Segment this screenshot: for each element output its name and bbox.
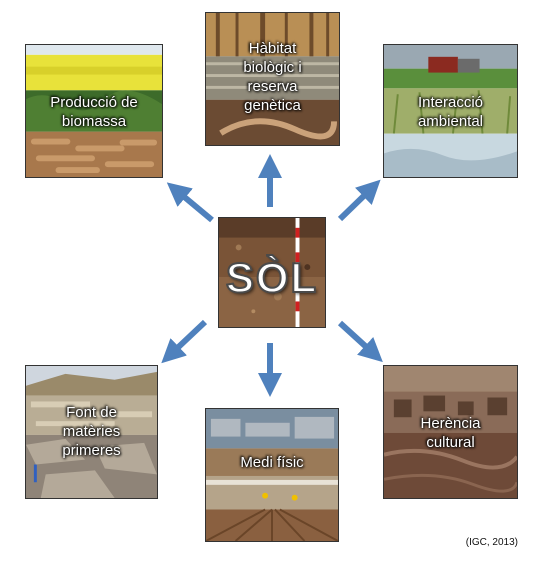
label-habitat: Hàbitat biològic i reserva genètica <box>243 40 302 114</box>
center-title: SÒL <box>225 253 319 302</box>
panel-medi: Medi físic <box>205 408 339 542</box>
panel-biomassa: Producció de biomassa <box>25 44 163 178</box>
label-font: Font de matèries primeres <box>62 404 121 459</box>
panel-font: Font de matèries primeres <box>25 365 158 499</box>
label-interaccio: Interacció ambiental <box>417 94 484 130</box>
center-soil-photo: SÒL <box>218 217 326 328</box>
panel-herencia: Herència cultural <box>383 365 518 499</box>
arrow-up-left <box>166 182 214 223</box>
panel-interaccio: Interacció ambiental <box>383 44 518 178</box>
arrow-down-left <box>161 319 208 364</box>
label-herencia: Herència cultural <box>420 415 481 451</box>
panel-habitat: Hàbitat biològic i reserva genètica <box>205 12 340 146</box>
label-biomassa: Producció de biomassa <box>50 94 138 130</box>
arrow-down-right <box>337 320 383 363</box>
source-credit: (IGC, 2013) <box>465 537 518 548</box>
label-medi: Medi físic <box>240 454 304 471</box>
arrow-up-right <box>337 179 381 222</box>
